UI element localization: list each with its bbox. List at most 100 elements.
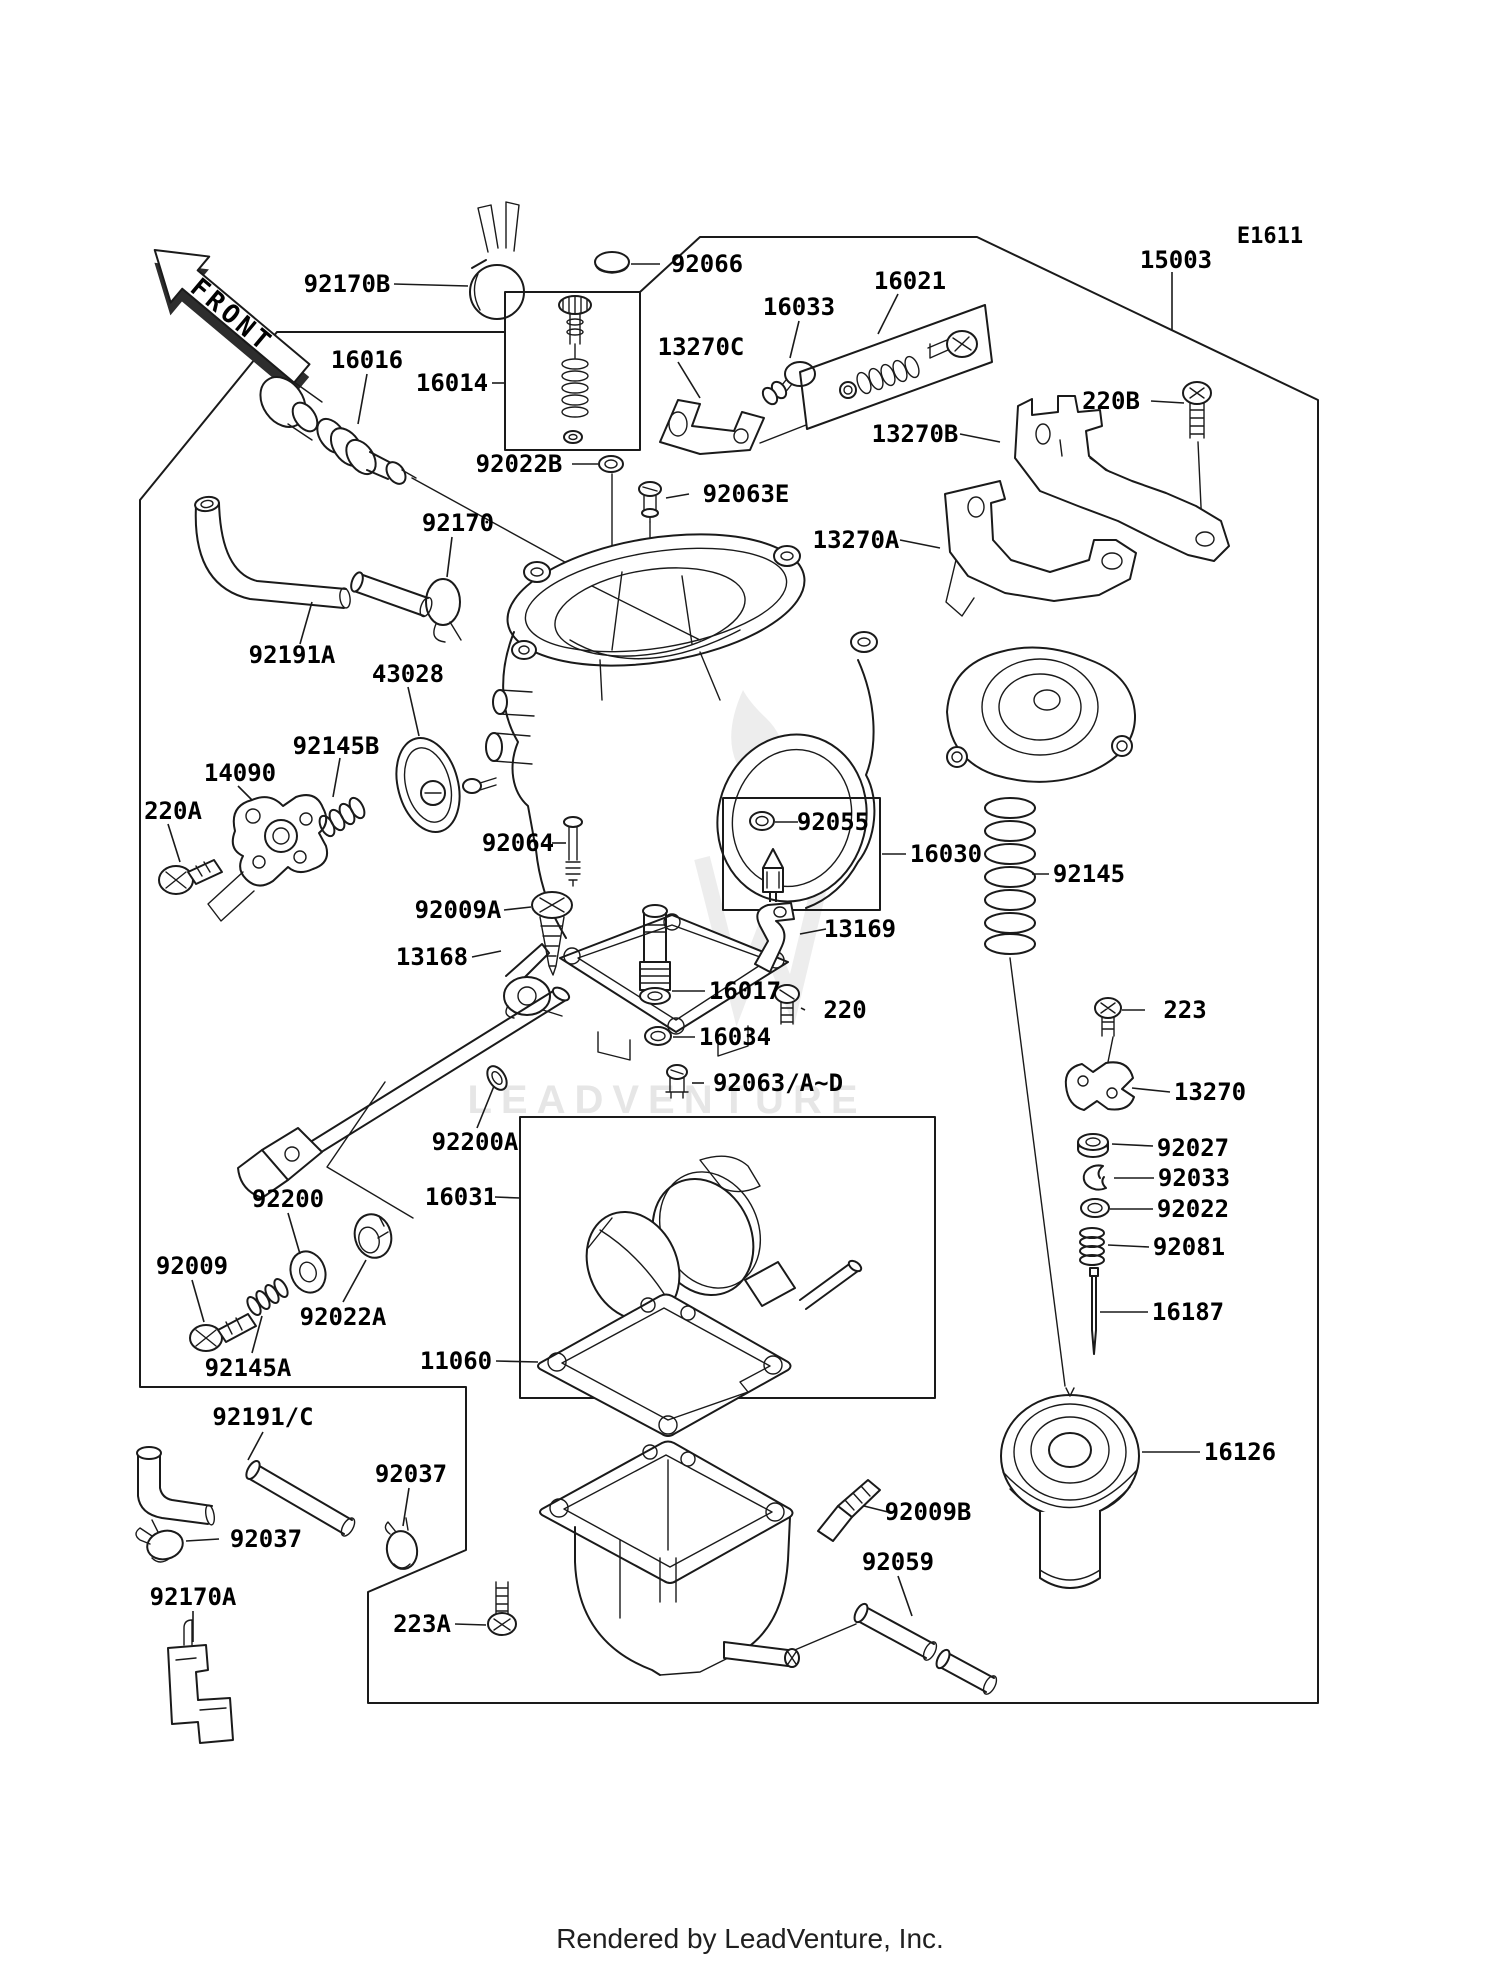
part-labels: 1500392170B92066160161601413270C16033160…	[144, 246, 1276, 1638]
leader-line-92170	[446, 536, 453, 578]
part-label-92200a: 92200A	[432, 1128, 519, 1156]
part-label-92022a: 92022A	[300, 1303, 387, 1331]
leader-line-16033	[789, 320, 800, 359]
part-label-92055: 92055	[797, 808, 869, 836]
part-label-92081: 92081	[1153, 1233, 1225, 1261]
part-220b-screw	[1182, 381, 1212, 439]
part-label-92066: 92066	[671, 250, 743, 278]
part-label-92145a: 92145A	[205, 1354, 292, 1382]
part-label-13169: 13169	[824, 915, 896, 943]
part-92145b-spring	[318, 796, 366, 838]
leader-line-13270	[1131, 1087, 1171, 1093]
part-92027-washer	[1077, 1133, 1109, 1158]
part-label-92037: 92037	[230, 1525, 302, 1553]
leader-line-13169	[799, 928, 827, 935]
part-92191c-hose	[136, 1446, 356, 1537]
part-92170a-bracket	[167, 1619, 234, 1744]
part-label-11060: 11060	[420, 1347, 492, 1375]
part-16005-cover	[946, 646, 1137, 783]
part-92037-clamp-left	[135, 1519, 184, 1563]
part-13270-plate	[1064, 1061, 1135, 1111]
kit-box-16014	[504, 291, 641, 451]
leader-line-92145a	[251, 1315, 263, 1354]
part-92022a-collar	[353, 1213, 393, 1259]
kit-box-16030	[722, 797, 881, 911]
footer-credit: Rendered by LeadVenture, Inc.	[556, 1923, 944, 1954]
part-92145a-spring	[246, 1277, 289, 1317]
part-label-43028: 43028	[372, 660, 444, 688]
watermark-text: LEADVENTURE	[467, 1078, 866, 1122]
part-label-92145: 92145	[1053, 860, 1125, 888]
part-92022-washer	[1080, 1198, 1110, 1218]
leader-line-92200a	[476, 1085, 495, 1129]
front-arrow-shape	[153, 248, 311, 384]
leader-line-92027	[1111, 1143, 1154, 1147]
front-arrow: FRONT	[153, 248, 311, 396]
part-label-16016: 16016	[331, 346, 403, 374]
leader-line-92200	[287, 1212, 301, 1255]
leader-line-223a	[454, 1623, 487, 1626]
part-13270a-bracket	[944, 480, 1137, 617]
part-92063ad-jet	[665, 1064, 689, 1099]
part-13270c-bracket	[659, 399, 765, 455]
part-13168-holder	[503, 943, 563, 1019]
leader-line-92009a	[503, 906, 532, 911]
part-92081-spring	[1079, 1227, 1105, 1266]
part-label-92022b: 92022B	[476, 450, 563, 478]
part-label-92033: 92033	[1158, 1164, 1230, 1192]
part-92009a-screw	[531, 891, 573, 976]
part-92063e-screw	[638, 481, 662, 523]
leader-line-92022a	[342, 1259, 367, 1303]
part-92064-screw	[563, 816, 583, 887]
part-label-14090: 14090	[204, 759, 276, 787]
part-label-92170: 92170	[422, 509, 494, 537]
part-92170-clip	[425, 578, 462, 643]
part-label-92009: 92009	[156, 1252, 228, 1280]
part-label-92191c: 92191/C	[212, 1403, 313, 1431]
leader-line-92037	[402, 1487, 410, 1527]
outer-boundary	[139, 236, 1319, 1704]
front-arrow-label: FRONT	[184, 273, 279, 359]
part-label-16033: 16033	[763, 293, 835, 321]
leader-line-13270b	[959, 433, 1001, 443]
part-label-16034: 16034	[699, 1023, 771, 1051]
part-label-16017: 16017	[709, 977, 781, 1005]
part-92033-ering	[1082, 1164, 1107, 1191]
part-223-screw	[1094, 997, 1122, 1037]
part-label-16031: 16031	[425, 1183, 497, 1211]
leader-line-13270a	[899, 539, 941, 549]
part-92145-spring	[984, 797, 1036, 955]
leader-line-92170b	[393, 283, 469, 287]
leader-line-220	[800, 1007, 806, 1011]
part-label-16030: 16030	[910, 840, 982, 868]
part-float-bowl	[539, 1440, 800, 1676]
leader-line-92191c	[247, 1431, 264, 1461]
part-label-223a: 223A	[393, 1610, 451, 1638]
part-14090-plate	[207, 794, 329, 922]
leader-line-16016	[357, 373, 368, 425]
part-label-220b: 220B	[1082, 387, 1140, 415]
boundary-frame	[139, 236, 1319, 1704]
part-92037-clamp-top	[384, 1517, 419, 1570]
part-16187-needle	[1089, 1267, 1099, 1355]
part-label-92063e: 92063E	[703, 480, 790, 508]
part-label-92170a: 92170A	[150, 1583, 237, 1611]
part-label-92037: 92037	[375, 1460, 447, 1488]
leader-line-16021	[877, 293, 899, 335]
part-label-16126: 16126	[1204, 1438, 1276, 1466]
part-label-13270c: 13270C	[658, 333, 745, 361]
part-92066-cap	[594, 251, 630, 274]
kit-box-16031	[519, 1116, 936, 1399]
part-92059-hoses	[853, 1602, 998, 1695]
part-16016-choke-cable	[259, 376, 417, 485]
part-label-92191a: 92191A	[249, 641, 336, 669]
part-13169-clip	[754, 902, 795, 973]
part-92170b-clamp	[469, 201, 525, 320]
part-label-92200: 92200	[252, 1185, 324, 1213]
part-13270b-lever	[1014, 395, 1230, 562]
part-label-92009a: 92009A	[415, 896, 502, 924]
leader-line-92009b	[863, 1505, 889, 1513]
leader-line-14090	[237, 785, 253, 801]
part-16126-diaphragm	[1000, 1387, 1140, 1589]
